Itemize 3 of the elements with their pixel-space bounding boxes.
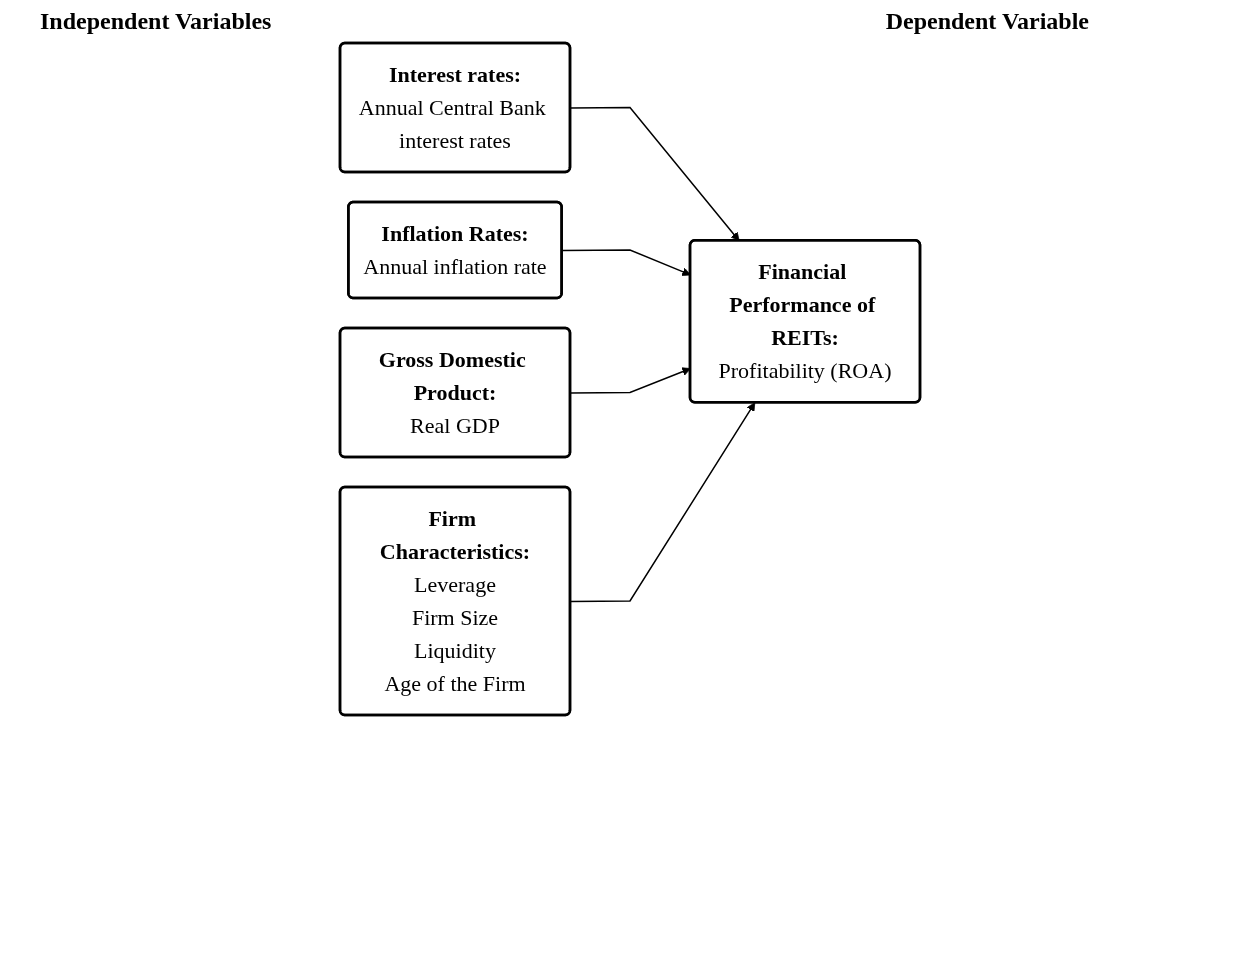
column-heading: Independent Variables: [40, 8, 272, 35]
column-heading: Dependent Variable: [885, 8, 1089, 35]
arrow: [569, 402, 755, 603]
